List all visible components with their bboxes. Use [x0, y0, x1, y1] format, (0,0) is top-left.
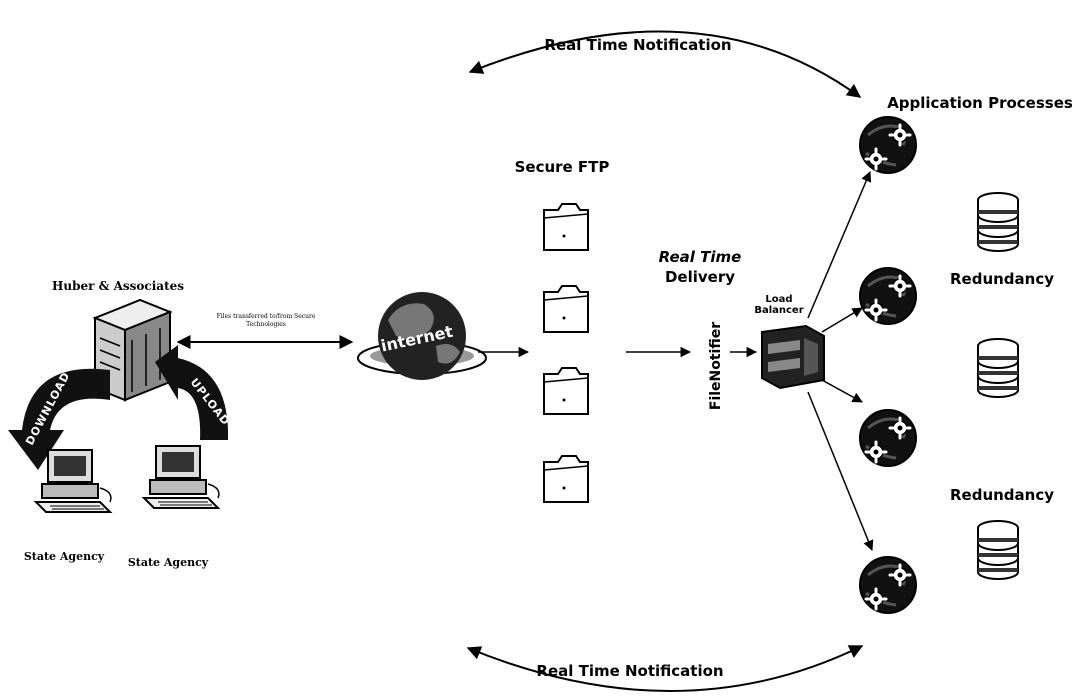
ftp-folder-icon — [543, 285, 589, 333]
process-globe-icon — [860, 557, 916, 613]
database-icon — [977, 338, 1019, 398]
process-globe-icon — [860, 117, 916, 173]
database-icon — [977, 192, 1019, 252]
load-balancer-icon — [761, 324, 825, 390]
balancer-to-process-3-arrow — [821, 379, 863, 403]
secure-ftp-title: Secure FTP — [515, 158, 610, 176]
file-notifier-label: FileNotifier — [708, 322, 724, 410]
hub-title: Huber & Associates — [52, 279, 184, 293]
notification-label-top: Real Time Notification — [544, 36, 731, 54]
notification-arc-bottom — [466, 645, 864, 692]
ftp-folder-icon — [543, 367, 589, 415]
ftp-folder-icon — [543, 203, 589, 251]
balancer-to-process-4-arrow — [807, 391, 874, 551]
process-globe-icon — [860, 268, 916, 324]
redundancy-label-1: Redundancy — [950, 270, 1054, 288]
delivery-label-line1: Real Time — [659, 248, 742, 266]
delivery-label-line2: Delivery — [665, 268, 735, 286]
process-globe-icon — [860, 410, 916, 466]
internet-globe-icon: internet — [357, 292, 487, 380]
load-balancer-label-line2: Balancer — [754, 305, 803, 316]
balancer-to-process-2-arrow — [821, 307, 863, 333]
balancer-to-process-1-arrow — [807, 171, 872, 319]
redundancy-label-2: Redundancy — [950, 486, 1054, 504]
notification-arc-top — [468, 30, 862, 98]
database-icon — [977, 520, 1019, 580]
load-balancer-label-line1: Load — [765, 294, 792, 305]
ftp-folder-icon — [543, 455, 589, 503]
transfer-note-line1: Files transferred to/from Secure — [217, 313, 316, 320]
state-agency-workstation-2 — [143, 445, 220, 509]
upload-arrow-icon: UPLOAD — [155, 345, 233, 440]
app-processes-title: Application Processes — [887, 94, 1073, 112]
state-agency-label-1: State Agency — [24, 550, 105, 563]
notification-label-bottom: Real Time Notification — [536, 662, 723, 680]
transfer-note-line2: Technologies — [246, 321, 286, 328]
state-agency-label-2: State Agency — [128, 556, 209, 569]
state-agency-workstation-1 — [35, 449, 112, 513]
